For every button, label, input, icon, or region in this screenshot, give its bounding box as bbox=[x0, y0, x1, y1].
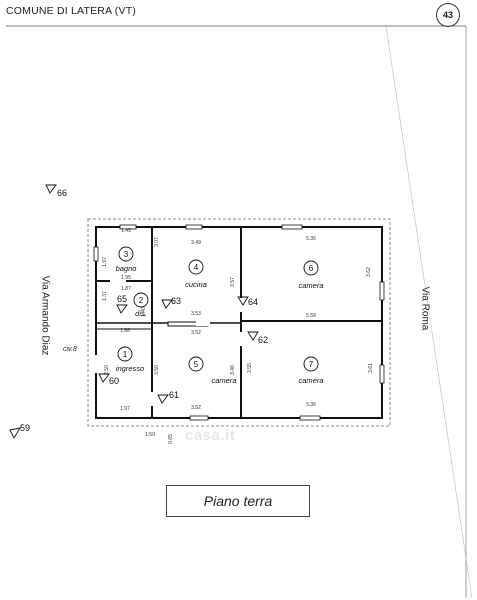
watermark-text: casa.it bbox=[185, 427, 236, 444]
window-camera6-right bbox=[379, 281, 385, 301]
view-mark-64: 64 bbox=[248, 297, 258, 307]
view-mark-66: 66 bbox=[57, 188, 67, 198]
dim-ingresso-side: 2.50 bbox=[104, 365, 110, 375]
view-mark-59: 59 bbox=[20, 423, 30, 433]
dim-bottom-left: 1.50 bbox=[145, 432, 155, 438]
dim-cucina-right: 3.57 bbox=[230, 277, 236, 287]
room-name-bagno: bagno bbox=[116, 264, 137, 273]
dim-camera6-right: 3.62 bbox=[366, 267, 372, 277]
door-camera6 bbox=[238, 298, 244, 312]
outer-perimeter bbox=[87, 218, 391, 427]
room-num-3: 3 bbox=[124, 250, 129, 259]
door-bagno bbox=[110, 278, 126, 284]
street-right-label: Via Roma bbox=[419, 286, 431, 331]
room-num-4: 4 bbox=[194, 263, 199, 272]
room-circle-3 bbox=[118, 246, 134, 262]
door-camera7 bbox=[238, 332, 244, 346]
window-camera5 bbox=[189, 415, 209, 421]
dim-dis-side: 1.37 bbox=[102, 291, 108, 301]
dim-ingresso-bottom: 1.97 bbox=[120, 406, 130, 412]
dim-camera5-bottom: 3.52 bbox=[191, 405, 201, 411]
view-mark-59-triangle bbox=[9, 427, 21, 439]
dim-bagno-mid: 1.95 bbox=[121, 275, 131, 281]
room-circle-4 bbox=[188, 259, 204, 275]
dim-camera5-top: 3.52 bbox=[191, 330, 201, 336]
window-camera7-bottom bbox=[299, 415, 321, 421]
dim-bottom-small: 0.65 bbox=[168, 434, 174, 444]
dim-dis-top: 1.87 bbox=[121, 286, 131, 292]
room-circle-7 bbox=[303, 356, 319, 372]
dim-camera7-left: 3.55 bbox=[247, 363, 253, 373]
door-cucina bbox=[196, 320, 210, 326]
room-name-dis: dis. bbox=[135, 309, 147, 318]
dim-camera6-top: 5.36 bbox=[306, 236, 316, 242]
room-name-camera5: camera bbox=[211, 376, 236, 385]
room-num-6: 6 bbox=[309, 264, 314, 273]
street-left-label: Via Armando Diaz bbox=[39, 275, 51, 356]
dim-camera5-left: 3.50 bbox=[154, 365, 160, 375]
window-camera7-right bbox=[379, 364, 385, 384]
view-mark-61-triangle bbox=[157, 394, 169, 404]
room-name-camera6: camera bbox=[298, 281, 323, 290]
window-camera6-top bbox=[281, 224, 303, 230]
plan-title: Piano terra bbox=[203, 493, 273, 509]
dim-bagno-side: 1.97 bbox=[102, 257, 108, 267]
room-circle-2 bbox=[133, 292, 149, 308]
civic-number-label: civ.8 bbox=[63, 346, 77, 353]
dim-camera6-bottom: 5.58 bbox=[306, 313, 316, 319]
dim-cucina-top: 3.49 bbox=[191, 240, 201, 246]
dim-ingresso-top: 1.86 bbox=[120, 328, 130, 334]
view-mark-65: 65 bbox=[117, 294, 127, 304]
view-mark-60-triangle bbox=[98, 373, 110, 383]
view-mark-66-triangle bbox=[45, 184, 57, 194]
room-num-1: 1 bbox=[123, 350, 128, 359]
room-name-ingresso: ingresso bbox=[116, 364, 144, 373]
view-mark-64-triangle bbox=[237, 296, 249, 306]
view-mark-62: 62 bbox=[258, 335, 268, 345]
window-cucina bbox=[185, 224, 203, 230]
room-circle-5 bbox=[188, 356, 204, 372]
dim-dis-left: 1.40 bbox=[141, 307, 147, 317]
dim-bagno-top: 1.45 bbox=[121, 228, 131, 234]
door-camera5 bbox=[149, 392, 155, 406]
dim-camera7-right: 3.61 bbox=[368, 363, 374, 373]
view-mark-61: 61 bbox=[169, 390, 179, 400]
sheet-number-logo: 43 bbox=[436, 3, 460, 27]
door-entrance bbox=[93, 355, 99, 373]
room-circle-6 bbox=[303, 260, 319, 276]
sheet-fold-line bbox=[385, 25, 473, 599]
view-mark-65-triangle bbox=[116, 304, 128, 314]
view-mark-60: 60 bbox=[109, 376, 119, 386]
comune-header: COMUNE DI LATERA (VT) bbox=[6, 5, 137, 17]
room-num-7: 7 bbox=[309, 360, 314, 369]
window-bagno bbox=[93, 246, 99, 262]
room-circle-1 bbox=[117, 346, 133, 362]
view-mark-63-triangle bbox=[161, 299, 173, 309]
view-mark-63: 63 bbox=[171, 296, 181, 306]
room-num-2: 2 bbox=[139, 296, 144, 305]
room-num-5: 5 bbox=[194, 360, 199, 369]
room-name-camera7: camera bbox=[298, 376, 323, 385]
dim-camera5-right: 3.46 bbox=[230, 365, 236, 375]
view-mark-62-triangle bbox=[247, 331, 259, 341]
plan-title-box: Piano terra bbox=[166, 485, 310, 517]
dim-cucina-bottom: 3.53 bbox=[191, 311, 201, 317]
dim-cucina-left: 3.07 bbox=[154, 237, 160, 247]
window-top-left bbox=[119, 224, 137, 230]
dim-camera7-bottom: 5.36 bbox=[306, 402, 316, 408]
room-name-cucina: cucina bbox=[185, 280, 207, 289]
